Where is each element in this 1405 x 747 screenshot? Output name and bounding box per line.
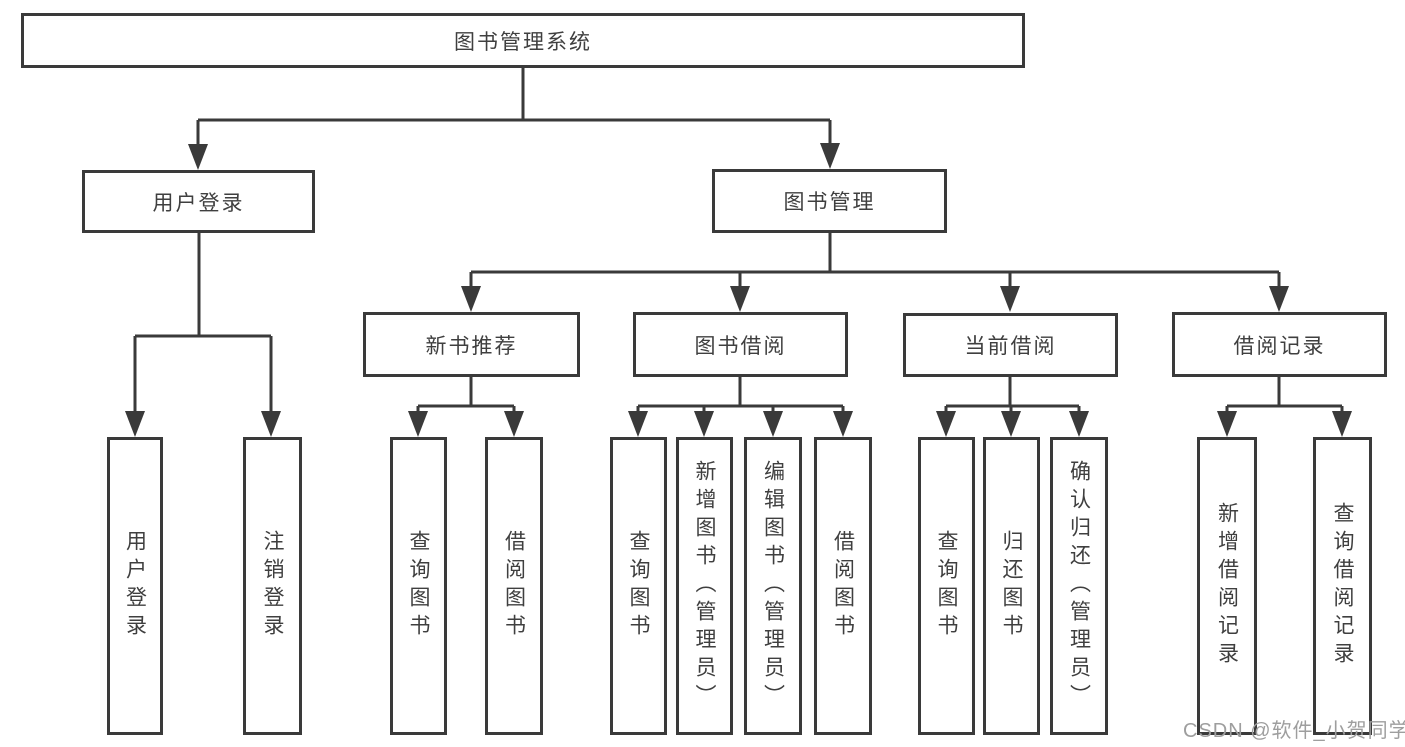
leaf-user-login: 用户登录: [107, 437, 163, 735]
leaf-borrow-books-borrowing: 借阅图书: [814, 437, 872, 735]
leaf-edit-book-admin: 编辑图书（管理员）: [744, 437, 802, 735]
leaf-add-book-admin: 新增图书（管理员）: [676, 437, 733, 735]
node-user-login: 用户登录: [82, 170, 315, 233]
node-book-management: 图书管理: [712, 169, 947, 233]
node-label: 确认归还（管理员）: [1067, 460, 1091, 712]
arrow-down-icon: [730, 286, 750, 312]
arrow-down-icon: [1069, 411, 1089, 437]
leaf-query-books-recommend: 查询图书: [390, 437, 447, 735]
node-label: 当前借阅: [964, 335, 1057, 358]
leaf-add-borrow-record: 新增借阅记录: [1197, 437, 1257, 735]
node-label: 编辑图书（管理员）: [761, 460, 785, 712]
node-label: 用户登录: [152, 191, 245, 215]
arrow-down-icon: [1332, 411, 1352, 437]
arrow-down-icon: [1269, 286, 1289, 312]
arrow-down-icon: [1001, 411, 1021, 437]
leaf-confirm-return-admin: 确认归还（管理员）: [1050, 437, 1108, 735]
node-label: 图书管理: [783, 191, 876, 214]
node-book-borrowing: 图书借阅: [633, 312, 848, 377]
node-label: 图书借阅: [694, 334, 787, 358]
arrow-down-icon: [504, 411, 524, 437]
leaf-query-books-current: 查询图书: [918, 437, 975, 735]
node-label: 归还图书: [1000, 530, 1023, 642]
node-label: 图书管理系统: [454, 30, 592, 54]
node-label: 注销登录: [261, 530, 284, 642]
leaf-return-books: 归还图书: [983, 437, 1040, 735]
node-label: 查询图书: [627, 530, 650, 642]
leaf-borrow-books-recommend: 借阅图书: [485, 437, 543, 735]
arrow-down-icon: [261, 411, 281, 437]
node-label: 借阅记录: [1233, 334, 1326, 358]
arrow-down-icon: [936, 411, 956, 437]
arrow-down-icon: [1217, 411, 1237, 437]
arrow-down-icon: [1000, 286, 1020, 312]
arrow-down-icon: [820, 143, 840, 169]
arrow-down-icon: [763, 411, 783, 437]
node-library-system: 图书管理系统: [21, 13, 1025, 68]
arrow-down-icon: [694, 411, 714, 437]
node-label: 新书推荐: [425, 334, 518, 358]
arrow-down-icon: [628, 411, 648, 437]
arrow-down-icon: [188, 144, 208, 170]
node-label: 新增图书（管理员）: [693, 460, 716, 712]
leaf-query-borrow-record: 查询借阅记录: [1313, 437, 1372, 735]
arrow-down-icon: [461, 286, 481, 312]
csdn-watermark: CSDN @软件_小贺同学: [1183, 720, 1405, 742]
arrow-down-icon: [408, 411, 428, 437]
arrow-down-icon: [125, 411, 145, 437]
node-label: 借阅图书: [831, 530, 855, 642]
node-label: 用户登录: [123, 530, 147, 642]
node-label: 查询图书: [407, 530, 430, 642]
node-current-borrowing: 当前借阅: [903, 313, 1118, 377]
arrow-down-icon: [833, 411, 853, 437]
leaf-logout: 注销登录: [243, 437, 302, 735]
node-label: 查询图书: [935, 530, 958, 642]
node-label: 借阅图书: [502, 530, 526, 642]
leaf-query-books-borrowing: 查询图书: [610, 437, 667, 735]
node-new-book-recommend: 新书推荐: [363, 312, 580, 377]
node-label: 新增借阅记录: [1215, 502, 1239, 670]
node-label: 查询借阅记录: [1331, 502, 1354, 670]
node-borrowing-records: 借阅记录: [1172, 312, 1387, 377]
